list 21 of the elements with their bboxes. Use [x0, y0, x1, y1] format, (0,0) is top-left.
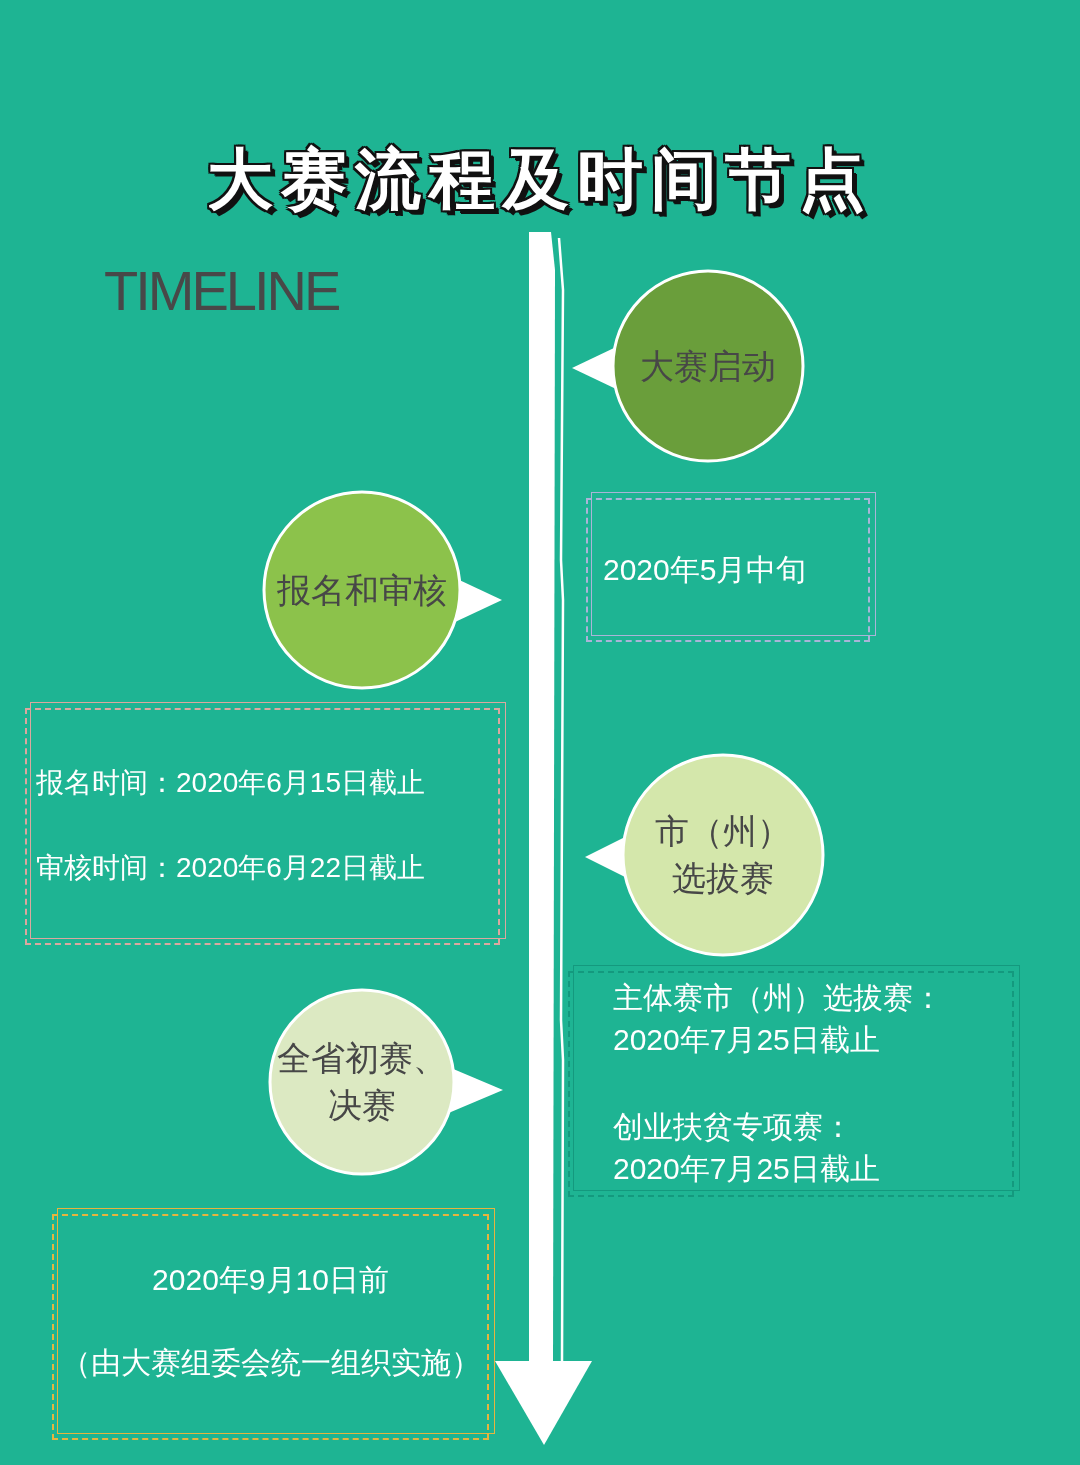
date-text: 2020年5月中旬 [603, 552, 807, 588]
title: 大赛流程及时间节点 [207, 140, 873, 220]
dashed-box [568, 965, 1020, 1197]
stage-name: 报名和审核 [276, 568, 448, 612]
stage-name: 市（州）选拔赛 [654, 810, 792, 900]
date-text: 2020年9月10日前 [151, 1262, 390, 1298]
dashed-box [52, 1208, 495, 1440]
speech-bubble [267, 987, 503, 1177]
date-text: 主体赛市（州）选拔赛：2020年7月25日截止 [613, 980, 944, 1058]
speech-bubble [585, 752, 826, 958]
date-text: 审核时间：2020年6月22日截止 [36, 851, 425, 885]
date-text: （由大赛组委会统一组织实施） [59, 1345, 482, 1381]
speech-bubble [572, 268, 806, 464]
stage-name: 全省初赛、决赛 [276, 1037, 448, 1127]
speech-bubble [261, 489, 502, 691]
date-text: 创业扶贫专项赛：2020年7月25日截止 [613, 1109, 881, 1187]
stage-name: 大赛启动 [639, 344, 777, 388]
dashed-box [25, 702, 506, 945]
dashed-box [586, 492, 876, 642]
date-text: 报名时间：2020年6月15日截止 [36, 766, 425, 800]
timeline-label: TIMELINE [104, 259, 339, 324]
